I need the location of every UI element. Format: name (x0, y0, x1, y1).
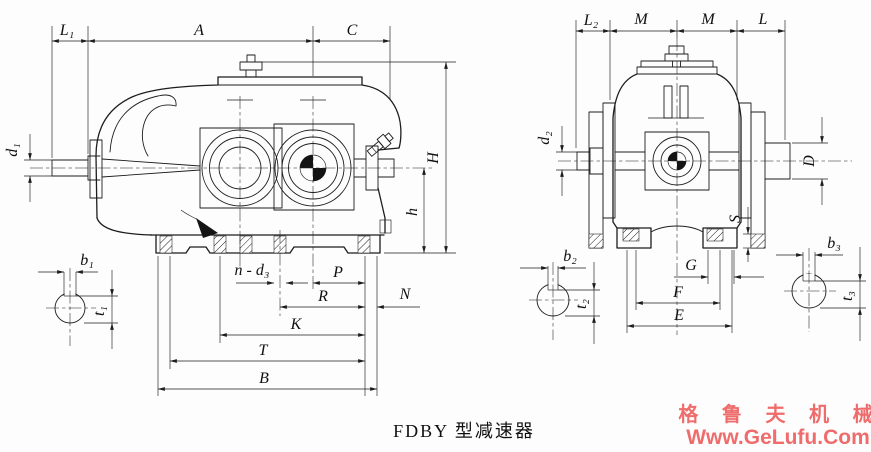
dim-B: B (259, 370, 269, 387)
breather-plug-end (664, 45, 689, 68)
bearing-disc-left (588, 111, 604, 249)
dim-d1: d₁ (4, 143, 21, 157)
caption: FDBY 型减速器 (393, 421, 535, 441)
dim-E: E (673, 307, 684, 324)
dim-h: h (404, 208, 421, 216)
dim-T: T (259, 342, 269, 359)
dim-M2: M (700, 11, 716, 28)
lifting-hook-recess (109, 94, 177, 157)
dim-t2: t₂ (573, 299, 590, 309)
dim-N: N (399, 286, 412, 303)
base-flange (149, 219, 392, 254)
left-view-dimensions: L₁ A C H h d₁ n - d₃ P R N K T B (4, 22, 456, 396)
dim-n-d3: n - d₃ (235, 262, 270, 279)
dim-b2: b₂ (563, 248, 577, 265)
dim-L1: L₁ (59, 22, 74, 39)
dim-P: P (332, 264, 343, 281)
bearing-boss-right (273, 123, 355, 211)
dim-H: H (425, 151, 442, 165)
dim-d2: d₂ (536, 131, 553, 145)
dim-L2: L₂ (583, 12, 599, 29)
watermark-line2: Www.GeLufu.Com (686, 426, 870, 449)
shaft-section-b1: b₁ t₁ (38, 252, 118, 349)
dim-R: R (317, 288, 328, 305)
dim-K: K (290, 316, 303, 333)
dim-t3: t₃ (839, 291, 856, 301)
dim-L: L (758, 11, 768, 28)
shaft-section-b3: b₃ t₃ (776, 235, 866, 341)
input-shaft (51, 139, 201, 199)
base-lug (379, 219, 392, 234)
dim-G: G (685, 257, 697, 274)
oil-plug (366, 132, 394, 157)
right-view (558, 38, 852, 335)
bearing-disc-right (750, 111, 766, 249)
dim-b1: b₁ (80, 252, 94, 269)
dim-A: A (193, 22, 204, 39)
watermark-line1: 格 鲁 夫 机 械 (678, 402, 871, 426)
dim-C: C (347, 22, 358, 39)
dim-D: D (801, 155, 818, 168)
pointer-arrow (180, 209, 218, 238)
left-view (30, 54, 434, 316)
breather-plug (239, 54, 263, 78)
dim-S: S (727, 215, 744, 223)
watermark: 格 鲁 夫 机 械 Www.GeLufu.Com (678, 402, 871, 449)
dim-b3: b₃ (827, 235, 841, 252)
dim-t1: t₁ (91, 306, 108, 316)
right-view-dimensions: L₂ M M L d₂ D S G F E (536, 11, 828, 333)
shaft-section-b2: b₂ t₂ (520, 248, 600, 344)
dim-F: F (672, 284, 683, 301)
dim-M1: M (633, 11, 649, 28)
